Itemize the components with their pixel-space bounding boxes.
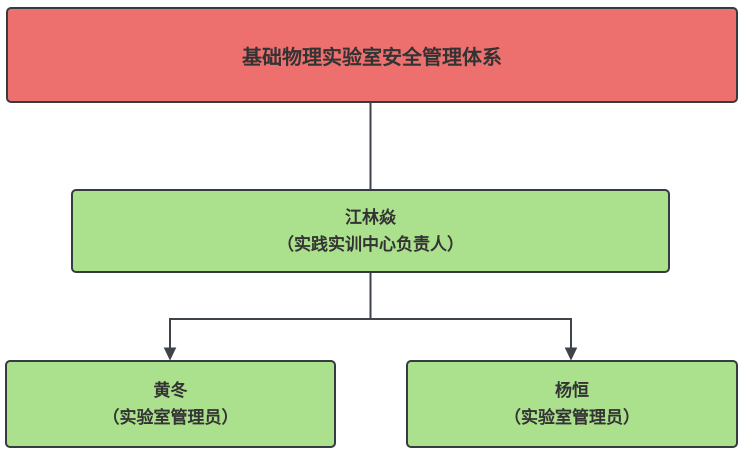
node-admin-left[interactable]: 黄冬 （实验室管理员） <box>5 360 336 448</box>
node-manager-name: 江林焱 <box>345 208 396 227</box>
node-admin-right[interactable]: 杨恒 （实验室管理员） <box>406 360 738 448</box>
arrowhead-admin-right-icon <box>564 347 578 361</box>
node-manager[interactable]: 江林焱 （实践实训中心负责人） <box>71 189 670 273</box>
node-admin-left-role: （实验室管理员） <box>102 408 239 427</box>
node-root-title: 基础物理实验室安全管理体系 <box>242 46 502 69</box>
node-manager-role: （实践实训中心负责人） <box>277 235 464 254</box>
node-admin-right-role: （实验室管理员） <box>504 408 640 427</box>
node-root[interactable]: 基础物理实验室安全管理体系 <box>6 7 738 103</box>
node-admin-right-name: 杨恒 <box>555 381 589 400</box>
arrowhead-admin-left-icon <box>163 347 177 361</box>
node-admin-left-name: 黄冬 <box>153 381 188 400</box>
